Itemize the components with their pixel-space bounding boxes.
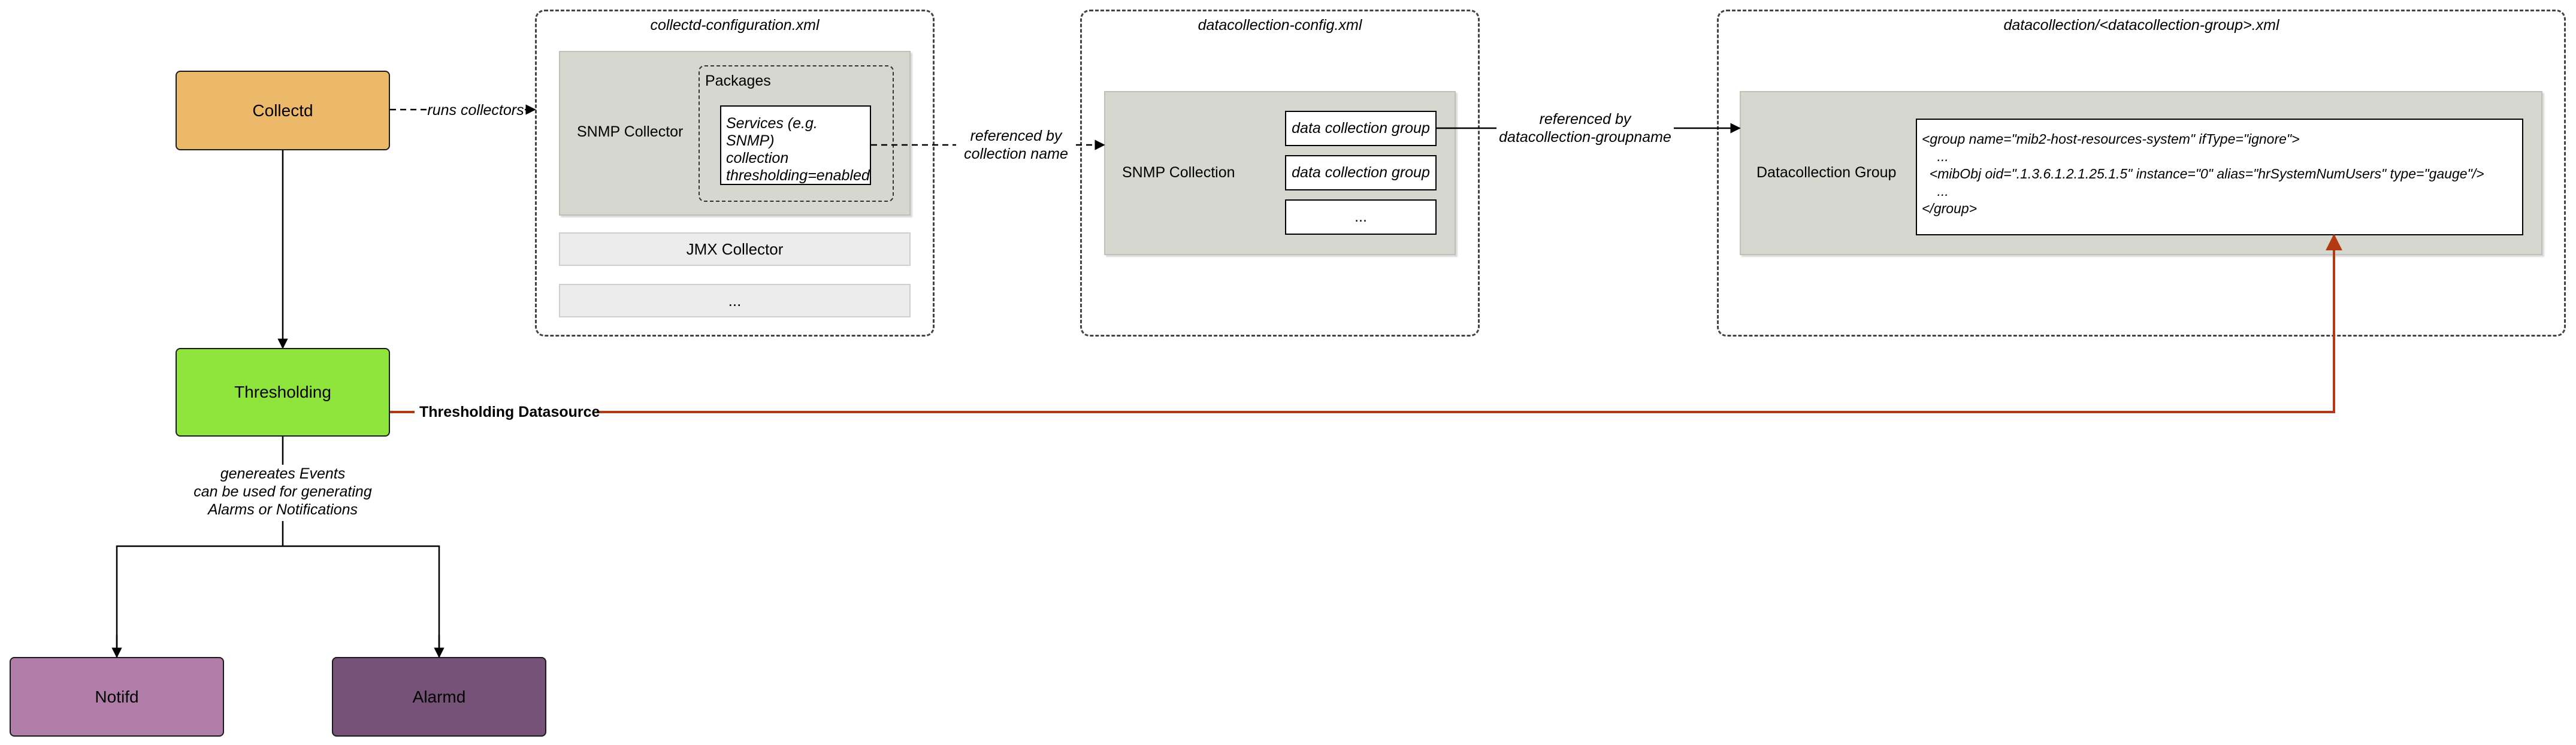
collection-name-label-line-1: referenced by [970,128,1062,144]
snmp-collector-label: SNMP Collector [577,123,684,140]
collectd-configuration-frame [535,10,935,337]
services-line-3: thresholding=enabled [726,167,870,184]
group-xml-line-5: </group> [1922,201,1978,216]
groupname-label-line-1: referenced by [1539,111,1631,128]
datacollection-group-label: Datacollection Group [1756,164,1897,181]
collectd-node: Collectd [176,71,390,150]
services-line-2: collection [726,150,789,166]
group-xml-box: <group name="mib2-host-resources-system"… [1916,119,2523,235]
generates-events-line-2: can be used for generating [193,483,372,500]
collection-name-label: referenced by collection name [956,127,1076,163]
runs-collectors-label: runs collectors [427,102,524,119]
groupname-label: referenced by datacollection-groupname [1496,110,1674,146]
group-xml-line-1: <group name="mib2-host-resources-system"… [1922,131,2300,147]
thresholding-node: Thresholding [176,348,390,437]
group-xml-line-2: ... [1922,149,1949,164]
groupname-label-line-2: datacollection-groupname [1499,129,1671,146]
snmp-collection-label: SNMP Collection [1122,164,1235,181]
generates-events-label: genereates Events can be used for genera… [163,465,403,519]
generates-events-line-3: Alarms or Notifications [207,501,358,518]
thresholding-down-connector [116,437,440,657]
datacollection-config-title: datacollection-config.xml [1198,17,1362,34]
generates-events-line-1: genereates Events [220,465,346,482]
notifd-label: Notifd [95,687,139,706]
jmx-collector-label: JMX Collector [686,240,784,258]
notifd-node: Notifd [10,657,224,737]
packages-box [699,65,894,202]
datacollection-config-frame [1080,10,1480,337]
data-collection-group-box-2: data collection group [1285,155,1437,190]
thresholding-label: Thresholding [234,383,331,401]
datacollection-group-frame [1717,10,2566,337]
alarmd-node: Alarmd [332,657,546,737]
datacollection-group-title: datacollection/<datacollection-group>.xm… [2003,17,2279,34]
collection-name-label-line-2: collection name [964,146,1068,162]
collectd-configuration-title: collectd-configuration.xml [650,17,820,34]
data-collection-group-label-2: data collection group [1292,164,1430,181]
data-collection-group-box-more: ... [1285,199,1437,235]
packages-label: Packages [705,72,771,89]
thresholding-datasource-label: Thresholding Datasource [419,404,600,420]
thresholding-datasource-connector [390,235,2334,413]
services-box: Services (e.g. SNMP) collection threshol… [720,105,871,185]
data-collection-group-label-1: data collection group [1292,120,1430,137]
jmx-collector-panel: JMX Collector [559,232,911,266]
more-collectors-label: ... [728,291,742,310]
group-xml-line-3: <mibObj oid=".1.3.6.1.2.1.25.1.5" instan… [1922,166,2484,181]
group-xml-line-4: ... [1922,183,1949,199]
data-collection-group-box-1: data collection group [1285,111,1437,146]
alarmd-label: Alarmd [412,687,466,706]
data-collection-group-label-more: ... [1354,208,1367,225]
services-line-1: Services (e.g. SNMP) [726,115,818,149]
more-collectors-panel: ... [559,284,911,317]
collectd-label: Collectd [252,101,313,120]
